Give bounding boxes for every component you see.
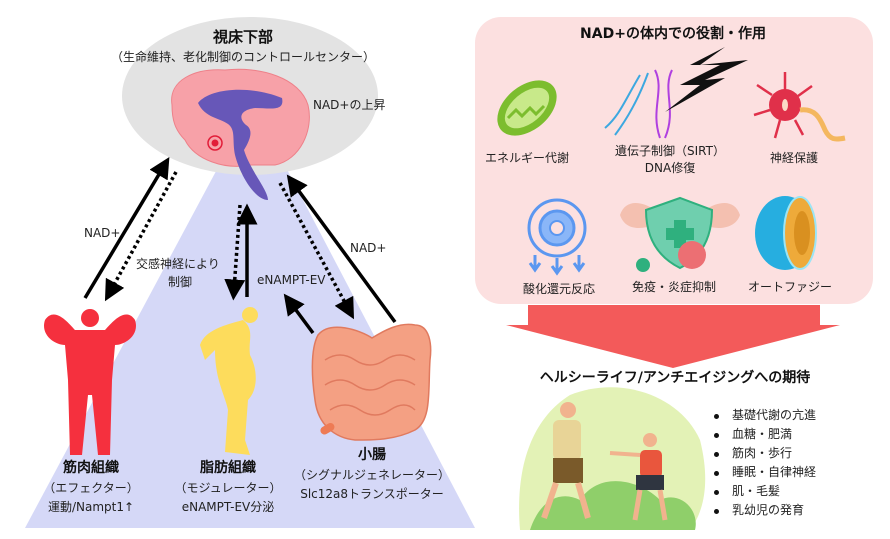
fat-tissue-name: 脂肪組織 (200, 460, 256, 476)
muscle-tissue-role: （エフェクター） (43, 481, 139, 495)
hypothalamus-title: 視床下部 (212, 28, 274, 46)
muscle-figure-icon (44, 309, 136, 455)
list-item: 睡眠・自律神経 (712, 463, 816, 482)
muscle-tissue-name: 筋肉組織 (63, 460, 119, 476)
expectations-title: ヘルシーライフ/アンチエイジングへの期待 (539, 370, 811, 386)
sympathetic-arrow-muscle (104, 171, 178, 302)
muscle-tissue-detail: 運動/Nampt1↑ (47, 500, 135, 514)
role-gene-regulation: 遺伝子制御（SIRT） (615, 144, 725, 158)
sympathetic-label-1: 交感神経により (136, 257, 220, 271)
nad-rise-label: NAD+の上昇 (313, 98, 386, 112)
expectations-list: 基礎代謝の亢進 血糖・肥満 筋肉・歩行 睡眠・自律神経 肌・毛髪 乳幼児の発育 (712, 406, 816, 520)
intestine-icon (311, 323, 432, 441)
enampt-label: eNAMPT-EV (257, 273, 326, 287)
fat-tissue-detail: eNAMPT-EV分泌 (181, 500, 275, 514)
big-down-arrow (506, 305, 840, 368)
sympathetic-label-2: 制御 (168, 275, 193, 289)
list-item: 筋肉・歩行 (712, 444, 816, 463)
intestine-name: 小腸 (358, 447, 386, 463)
fat-tissue-role: （モジュレーター） (174, 481, 282, 495)
nad-right-label: NAD+ (350, 241, 387, 255)
list-item: 肌・毛髪 (712, 482, 816, 501)
hypothalamus-subtitle: （生命維持、老化制御のコントロールセンター） (110, 50, 376, 64)
autophagy-icon (755, 196, 817, 270)
dna-icon (604, 69, 673, 139)
nad-arrow-muscle-up (83, 156, 170, 299)
sympathetic-arrow-intestine (278, 182, 355, 320)
lightning-icon (665, 47, 748, 112)
role-neuroprotection: 神経保護 (769, 151, 819, 165)
role-energy-metabolism: エネルギー代謝 (484, 151, 570, 165)
immune-shield-icon (620, 196, 740, 272)
intestine-role: （シグナルジェネレーター） (293, 468, 451, 482)
brain-icon (171, 68, 310, 200)
enampt-arrow-to-fat (283, 293, 315, 335)
roles-title: NAD+の体内での役割・作用 (580, 26, 766, 42)
role-dna-repair: DNA修復 (644, 161, 696, 175)
intestine-detail: Slc12a8トランスポーター (300, 487, 444, 501)
role-immune: 免疫・炎症抑制 (631, 280, 717, 294)
nad-left-label: NAD+ (84, 226, 121, 240)
nad-arrow-intestine-up (286, 174, 397, 324)
mitochondria-icon (497, 80, 557, 136)
redox-cycle-icon (527, 198, 587, 276)
list-item: 乳幼児の発育 (712, 501, 816, 520)
neuron-icon (753, 72, 846, 142)
elderly-exercise-illustration (519, 387, 706, 530)
list-item: 基礎代謝の亢進 (712, 406, 816, 425)
fat-figure-icon (200, 307, 258, 455)
role-redox: 酸化還元反応 (522, 282, 596, 296)
role-autophagy: オートファジー (747, 280, 833, 294)
list-item: 血糖・肥満 (712, 425, 816, 444)
